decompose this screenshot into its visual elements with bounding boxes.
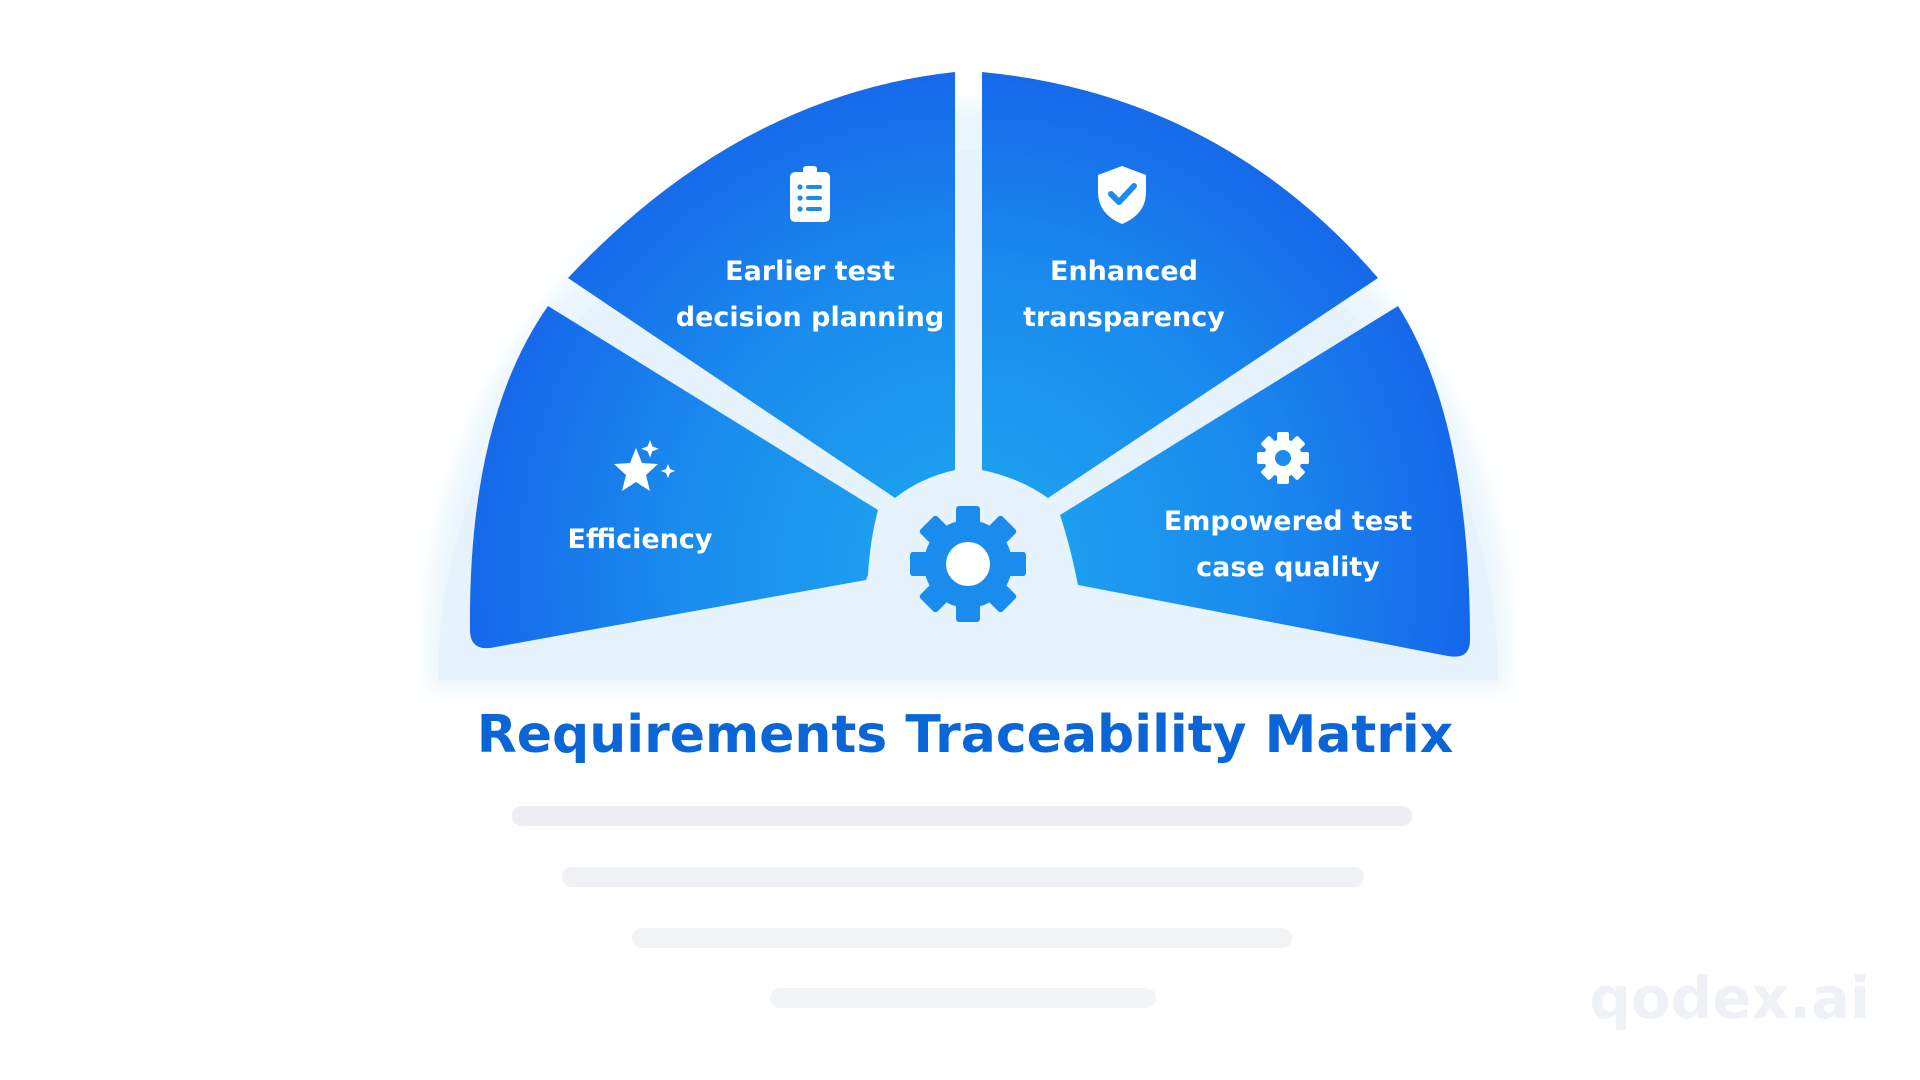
placeholder-line bbox=[770, 988, 1156, 1008]
label-enhanced-transparency-line1: Enhanced bbox=[1050, 256, 1198, 287]
center-gear-icon bbox=[910, 506, 1026, 622]
segment-efficiency bbox=[469, 306, 878, 649]
placeholder-line bbox=[512, 806, 1412, 826]
label-efficiency: Efficiency bbox=[568, 524, 713, 555]
clipboard-list-icon bbox=[790, 166, 830, 222]
label-empowered-quality-line2: case quality bbox=[1196, 552, 1380, 583]
diagram-title: Requirements Traceability Matrix bbox=[477, 705, 1454, 765]
placeholder-line bbox=[632, 928, 1292, 948]
segment-enhanced-transparency bbox=[982, 72, 1378, 498]
label-earlier-test-line2: decision planning bbox=[676, 302, 944, 333]
watermark-logo: qodex.ai bbox=[1589, 964, 1870, 1032]
label-empowered-quality-line1: Empowered test bbox=[1164, 506, 1412, 537]
label-earlier-test-line1: Earlier test bbox=[725, 256, 895, 287]
gear-icon bbox=[1257, 432, 1309, 484]
segment-empowered-quality bbox=[1060, 306, 1470, 657]
shield-check-icon bbox=[1098, 166, 1146, 224]
segment-earlier-test bbox=[568, 72, 955, 498]
label-enhanced-transparency-line2: transparency bbox=[1023, 302, 1225, 333]
sparkle-star-icon bbox=[614, 440, 675, 491]
placeholder-line bbox=[562, 867, 1364, 887]
